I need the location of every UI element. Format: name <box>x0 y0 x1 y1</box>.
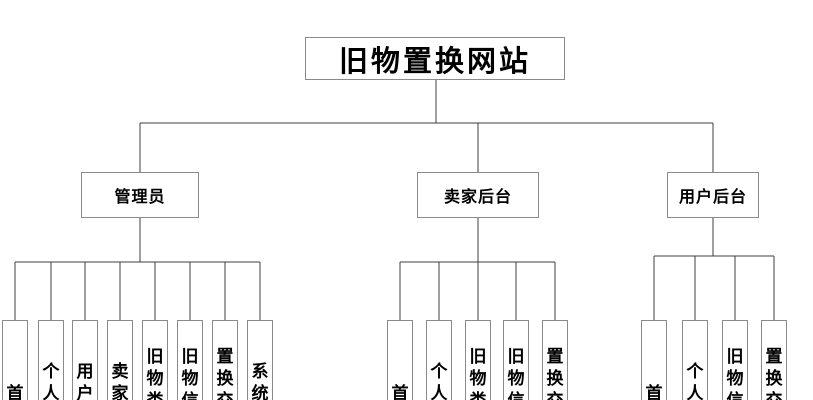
leaf-node: 首 <box>387 320 413 400</box>
leaf-node: 首 <box>2 320 28 400</box>
leaf-node: 首 <box>641 320 667 400</box>
leaf-node: 旧物信 <box>722 320 748 400</box>
leaf-node: 卖家 <box>107 320 133 400</box>
leaf-node: 置换交 <box>212 320 238 400</box>
leaf-node: 旧物类 <box>142 320 168 400</box>
root-node: 旧物置换网站 <box>305 37 565 80</box>
branch-node-admin: 管理员 <box>81 172 199 218</box>
leaf-node: 系统 <box>247 320 273 400</box>
branch-node-user: 用户后台 <box>667 172 759 218</box>
leaf-node: 用户 <box>72 320 98 400</box>
branch-node-seller: 卖家后台 <box>417 172 539 218</box>
leaf-node: 个人 <box>682 320 708 400</box>
leaf-node: 旧物信 <box>503 320 529 400</box>
leaf-node: 个人 <box>426 320 452 400</box>
leaf-node: 置换交 <box>542 320 568 400</box>
leaf-node: 旧物信 <box>177 320 203 400</box>
leaf-node: 置换交 <box>761 320 787 400</box>
leaf-node: 个人 <box>38 320 64 400</box>
leaf-node: 旧物类 <box>465 320 491 400</box>
